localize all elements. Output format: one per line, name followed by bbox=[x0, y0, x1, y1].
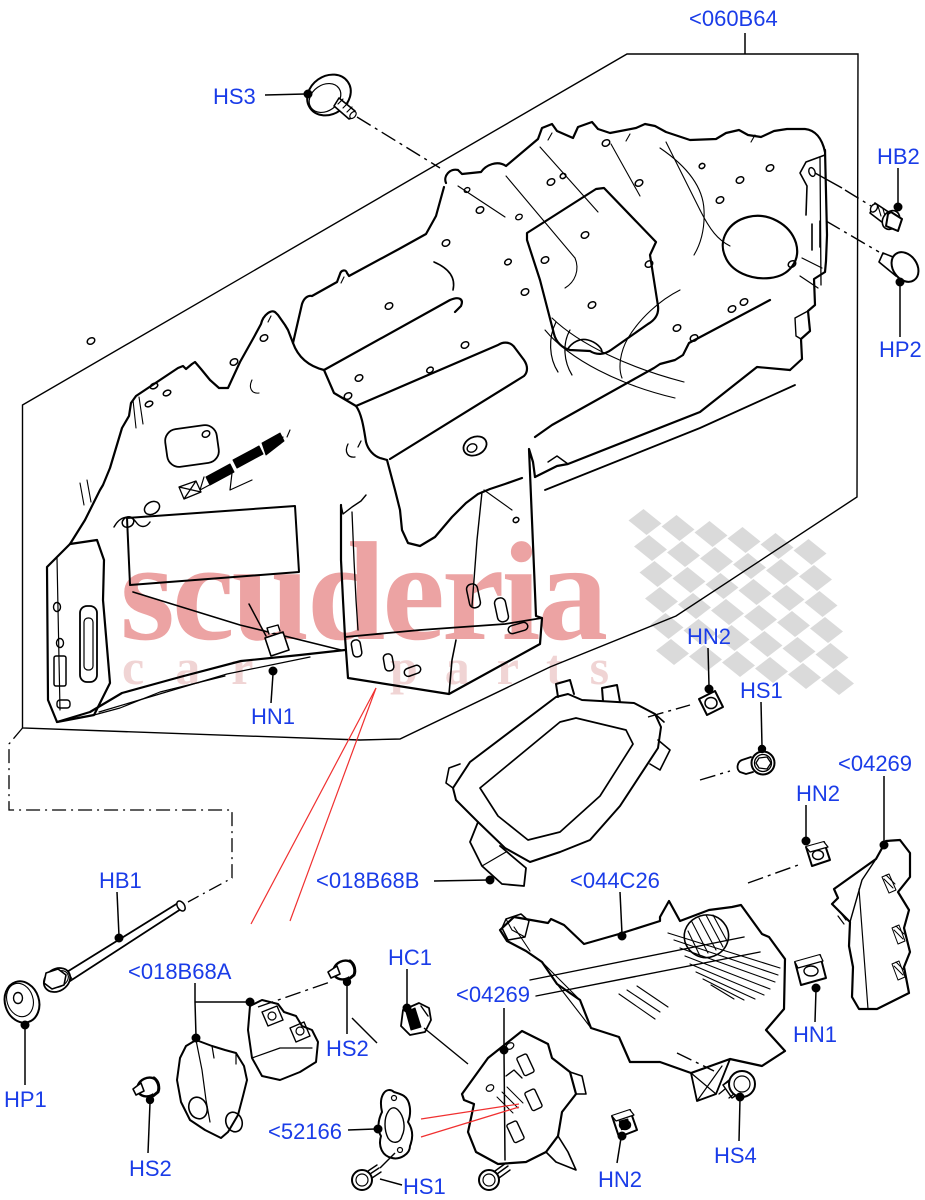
svg-text:HB1: HB1 bbox=[99, 868, 142, 893]
svg-text:HN1: HN1 bbox=[793, 1022, 837, 1047]
svg-text:scuderia: scuderia bbox=[120, 514, 607, 670]
svg-text:<04269: <04269 bbox=[456, 982, 530, 1007]
svg-text:HC1: HC1 bbox=[388, 945, 432, 970]
svg-text:HB2: HB2 bbox=[877, 144, 920, 169]
svg-text:<04269: <04269 bbox=[838, 751, 912, 776]
svg-text:HN2: HN2 bbox=[687, 624, 731, 649]
svg-text:<044C26: <044C26 bbox=[570, 868, 660, 893]
svg-text:HS1: HS1 bbox=[403, 1174, 446, 1199]
svg-text:HS2: HS2 bbox=[129, 1156, 172, 1181]
svg-text:<018B68A: <018B68A bbox=[128, 959, 232, 984]
svg-text:<060B64: <060B64 bbox=[689, 6, 778, 31]
svg-text:<018B68B: <018B68B bbox=[316, 868, 419, 893]
svg-text:HS1: HS1 bbox=[740, 678, 783, 703]
svg-text:<52166: <52166 bbox=[268, 1119, 342, 1144]
svg-text:HS4: HS4 bbox=[714, 1143, 757, 1168]
svg-text:HN2: HN2 bbox=[598, 1167, 642, 1192]
svg-text:HP1: HP1 bbox=[4, 1087, 47, 1112]
svg-text:HN2: HN2 bbox=[796, 781, 840, 806]
svg-text:HS2: HS2 bbox=[326, 1036, 369, 1061]
svg-text:HN1: HN1 bbox=[251, 704, 295, 729]
svg-text:HS3: HS3 bbox=[213, 84, 256, 109]
svg-text:HP2: HP2 bbox=[879, 337, 922, 362]
